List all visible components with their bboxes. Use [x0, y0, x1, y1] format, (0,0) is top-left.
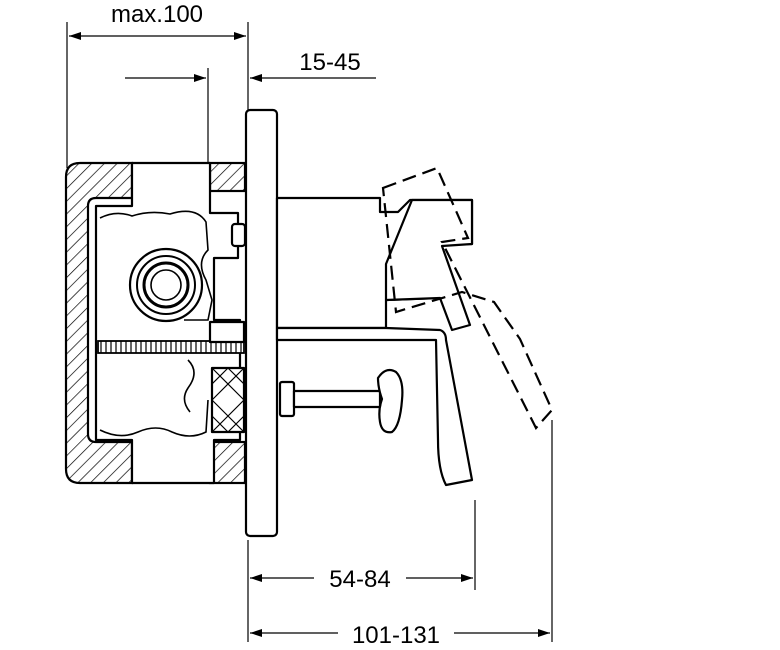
- cover-plate: [244, 108, 279, 538]
- dimension-label-plate-offset: 15-45: [299, 49, 360, 76]
- dimension-label-wall-depth: max.100: [111, 1, 203, 28]
- threaded-rod: [97, 320, 246, 354]
- dimension-overall-depth: 101-131: [250, 420, 553, 649]
- diverter-knob-icon: [278, 368, 404, 434]
- dimension-label-lever-depth: 54-84: [329, 566, 390, 593]
- dimension-label-overall-depth: 101-131: [352, 622, 440, 649]
- lever-alternate-position: [381, 166, 554, 430]
- nut-block: [210, 366, 246, 434]
- valve-body: [94, 161, 247, 485]
- dimension-wall-depth: max.100: [66, 1, 249, 168]
- mixer-handle: [275, 196, 474, 487]
- dimension-lever-depth: 54-84: [247, 500, 476, 642]
- dimension-plate-offset: 15-45: [125, 49, 376, 168]
- inlet-port-icon: [128, 247, 204, 323]
